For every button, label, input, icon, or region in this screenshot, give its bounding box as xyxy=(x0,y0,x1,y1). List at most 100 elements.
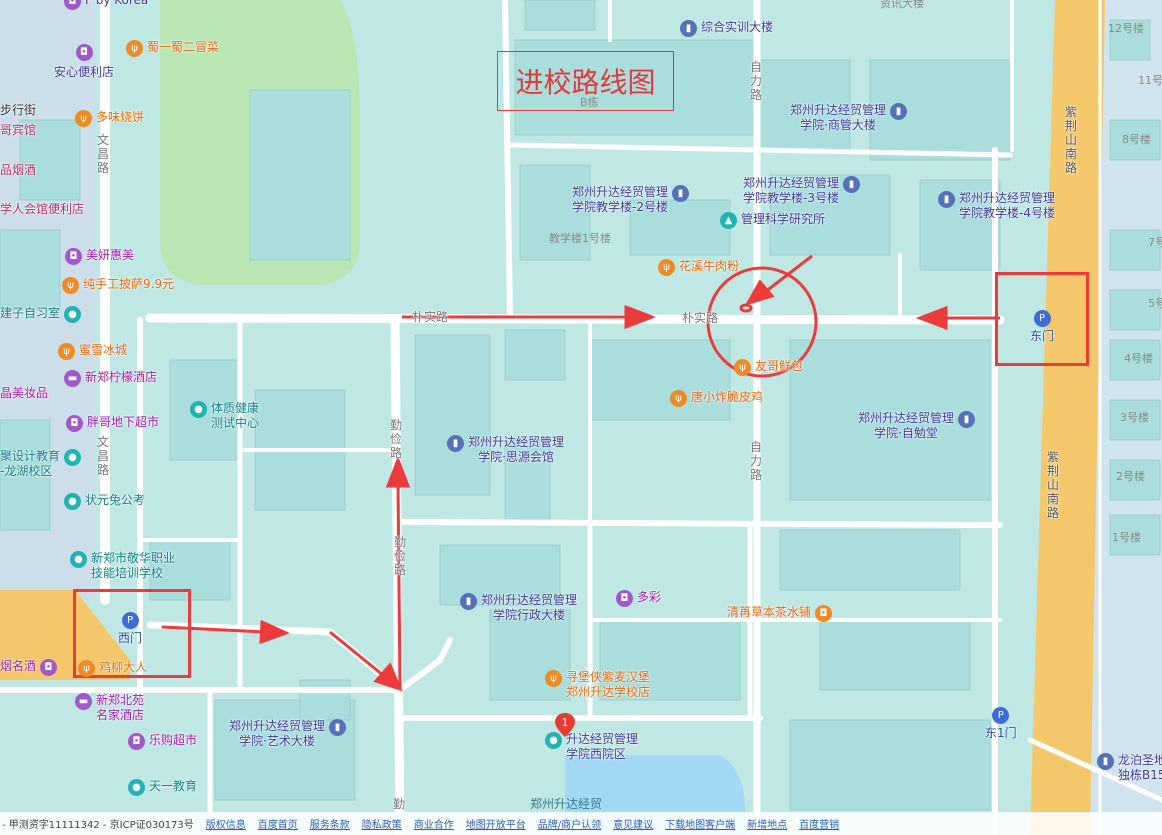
poi-label: 管理科学研究所 xyxy=(741,212,826,226)
food-icon: ψ xyxy=(62,277,79,294)
poi-label: 郑州升达经贸管理 学院·商管大楼 xyxy=(790,103,887,132)
poi-xingzheng[interactable]: ▮ 郑州升达经贸管理 学院行政大楼 xyxy=(460,593,577,623)
tea-icon: ◘ xyxy=(815,605,833,622)
poi-jxl3[interactable]: ▮ 郑州升达经贸管理 学院教学楼-3号楼 xyxy=(743,176,861,206)
poi-jinghua[interactable]: ● 新郑市敬华职业 技能培训学校 xyxy=(70,551,175,581)
poi-pangge[interactable]: ◘ 胖哥地下超市 xyxy=(66,415,159,432)
poi-zimian[interactable]: ▮ 郑州升达经贸管理 学院·自勉堂 xyxy=(858,411,976,441)
building-label: 教学楼1号楼 xyxy=(549,232,611,245)
poi-sheji[interactable]: ● 聚设计教育 -龙湖校区 xyxy=(0,449,82,479)
footer-link-copyright[interactable]: 版权信息 xyxy=(205,820,246,831)
cart-icon: ◘ xyxy=(66,415,83,432)
poi-label: 唐小炸脆皮鸡 xyxy=(691,390,764,404)
footer-link-download[interactable]: 下载地图客户端 xyxy=(665,820,736,831)
building-label: 2号楼 xyxy=(1116,470,1145,483)
poi-yanming[interactable]: ◘ 烟名酒 xyxy=(0,659,58,676)
footer-link-claim[interactable]: 品牌/商户认领 xyxy=(537,820,602,831)
school-icon: ● xyxy=(70,551,87,568)
poi-label: 安心便利店 xyxy=(54,65,115,79)
poi-glkx[interactable]: ▲ 管理科学研究所 xyxy=(720,212,825,229)
poi-zixi[interactable]: ● 建子自习室 xyxy=(0,306,82,323)
poi-fkorea[interactable]: ◘ F by Korea xyxy=(64,0,148,10)
poi-qingzhou[interactable]: ◘ 清苒草本茶水铺 xyxy=(727,605,833,622)
poi-jiliu[interactable]: ψ 鸡柳大人 xyxy=(78,660,147,677)
food-icon: ψ xyxy=(58,343,75,360)
school-icon: ▮ xyxy=(843,176,861,193)
school-icon: ● xyxy=(64,449,82,466)
map-marker-pin[interactable]: 1 xyxy=(555,713,575,737)
poi-label: 蜜雪冰城 xyxy=(79,343,128,357)
school-icon: ▮ xyxy=(672,185,690,202)
poi-ningmeng[interactable]: ▬ 新郑柠檬酒店 xyxy=(64,370,157,387)
poi-duocai[interactable]: ◘ 多彩 xyxy=(616,590,661,607)
poi-meizhuang: 晶美妆品 xyxy=(0,386,48,401)
poi-label: 郑州升达经贸管理 学院·思源会馆 xyxy=(468,435,565,464)
poi-tangxiao[interactable]: ψ 唐小炸脆皮鸡 xyxy=(670,390,763,407)
map-footer: - 甲测资字11111342 - 京ICP证030173号 版权信息 百度首页 … xyxy=(0,812,1162,835)
poi-duowei[interactable]: ψ 多味烧饼 xyxy=(75,110,144,127)
poi-label: 郑州升达经贸管理 学院教学楼-4号楼 xyxy=(959,191,1056,220)
footer-link-business[interactable]: 商业合作 xyxy=(413,820,454,831)
footer-link-feedback[interactable]: 意见建议 xyxy=(613,820,654,831)
poi-label: 郑州升达经贸管理 学院行政大楼 xyxy=(481,593,578,622)
road-label-pushi-west: 朴实路 xyxy=(412,310,449,324)
poi-mixue[interactable]: ψ 蜜雪冰城 xyxy=(58,343,127,360)
east-gate[interactable]: P 东门 xyxy=(1030,310,1054,344)
poi-legou[interactable]: ◘ 乐购超市 xyxy=(128,733,197,750)
poi-pisa[interactable]: ψ 纯手工披萨9.9元 xyxy=(62,277,174,294)
poi-jxl2[interactable]: ▮ 郑州升达经贸管理 学院教学楼-2号楼 xyxy=(572,185,690,215)
poi-label: F by Korea xyxy=(85,0,149,7)
poi-anxin[interactable]: ◘ 安心便利店 xyxy=(54,44,114,80)
footer-link-home[interactable]: 百度首页 xyxy=(257,820,298,831)
footer-link-openplatform[interactable]: 地图开放平台 xyxy=(465,820,526,831)
poi-tizhi[interactable]: ● 体质健康 测试中心 xyxy=(190,401,259,431)
poi-shangguan[interactable]: ▮ 郑州升达经贸管理 学院·商管大楼 xyxy=(790,103,908,133)
road-label-zijingshan-north: 紫荆山南路 xyxy=(1064,105,1077,175)
poi-shixun[interactable]: ▮ 综合实训大楼 xyxy=(680,20,773,37)
poi-siyuan[interactable]: ▮ 郑州升达经贸管理 学院·思源会馆 xyxy=(447,435,564,465)
poi-jxl4[interactable]: ▮ 郑州升达经贸管理 学院教学楼-4号楼 xyxy=(938,191,1055,221)
shop-icon: ◘ xyxy=(65,248,82,265)
poi-longbo[interactable]: ▮ 龙泊圣地 独栋B15 xyxy=(1097,753,1162,783)
poi-youge[interactable]: ψ 友哥鲜包 xyxy=(734,359,803,376)
poi-yanjiu: 品烟酒 xyxy=(0,163,36,178)
school-icon: ▮ xyxy=(890,103,908,120)
shop-icon: ◘ xyxy=(40,659,58,676)
poi-zhuangyuan[interactable]: ● 状元兔公考 xyxy=(64,493,145,510)
poi-meiyan[interactable]: ◘ 美妍惠美 xyxy=(65,248,134,265)
building-label: 4号楼 xyxy=(1124,352,1153,365)
food-icon: ψ xyxy=(670,390,687,407)
destination-circle xyxy=(706,266,818,378)
poi-beiyuan[interactable]: ▬ 新郑北苑 名家酒店 xyxy=(75,693,144,723)
west-gate[interactable]: P 西门 xyxy=(118,612,142,646)
road-label-qinjian-south: 勤俭路 xyxy=(393,535,406,577)
west-gate-highlight xyxy=(73,589,191,678)
poi-label: 聚设计教育 -龙湖校区 xyxy=(0,449,61,478)
footer-link-terms[interactable]: 服务条款 xyxy=(309,820,350,831)
building-label: 3号楼 xyxy=(1120,411,1149,424)
poi-tianyi[interactable]: ● 天一教育 xyxy=(128,779,197,796)
poi-label: 乐购超市 xyxy=(149,733,198,747)
poi-huaxi[interactable]: ψ 花溪牛肉粉 xyxy=(658,259,739,276)
study-icon: ● xyxy=(64,306,82,323)
food-icon: ψ xyxy=(78,660,95,677)
footer-link-privacy[interactable]: 隐私政策 xyxy=(361,820,402,831)
road-label-qinjian-north: 勤俭路 xyxy=(389,418,402,460)
east1-gate[interactable]: P 东1门 xyxy=(985,707,1017,741)
poi-yishu[interactable]: ▮ 郑州升达经贸管理 学院·艺术大楼 xyxy=(229,719,347,749)
building-label: 资讯大楼 xyxy=(880,0,924,10)
poi-shuyi[interactable]: ψ 蜀一蜀二冒菜 xyxy=(126,40,219,57)
footer-link-marketing[interactable]: 百度营销 xyxy=(799,820,840,831)
science-icon: ▲ xyxy=(720,212,737,229)
health-icon: ● xyxy=(190,401,207,418)
poi-label: 状元兔公考 xyxy=(85,493,146,507)
campus-icon: ● xyxy=(545,732,562,749)
poi-xunbao[interactable]: ψ 寻堡侠紫麦汉堡 郑州升达学校店 xyxy=(545,670,650,700)
gate-icon: P xyxy=(1033,310,1051,327)
poi-label: 品烟酒 xyxy=(0,163,37,177)
gate-icon: P xyxy=(992,707,1010,724)
poi-xiyuan[interactable]: ● 升达经贸管理 学院西院区 xyxy=(545,732,638,762)
footer-link-addplace[interactable]: 新增地点 xyxy=(747,820,788,831)
road-label-zili-south: 自力路 xyxy=(749,440,762,482)
hotel-icon: ▬ xyxy=(64,370,81,387)
